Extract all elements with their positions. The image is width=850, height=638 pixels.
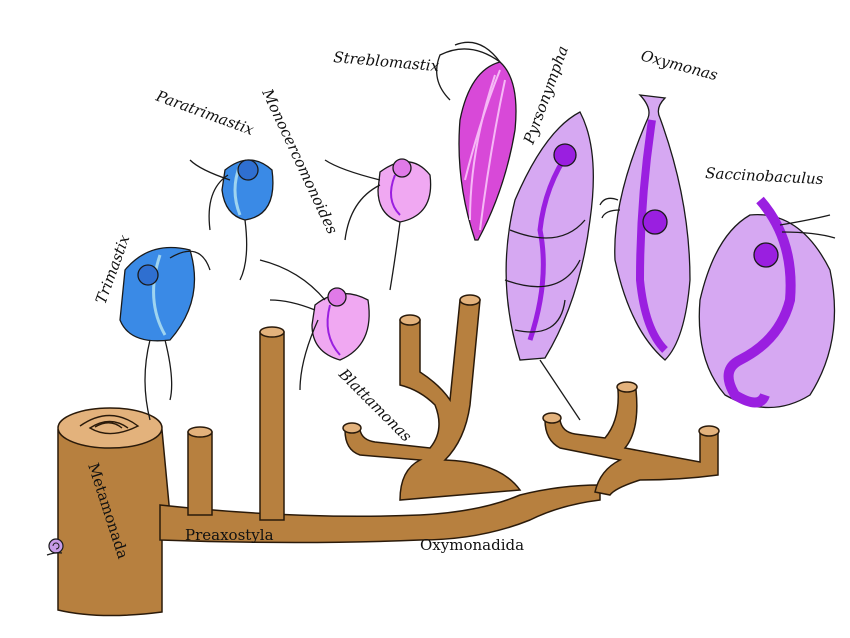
snail-icon [46,538,64,556]
oxymonas-cell [599,94,691,361]
saccinobaculus-cell [698,196,836,409]
label-streblomastix: Streblomastix [333,48,441,75]
label-monocercomonoides: Monocercomonoides [258,85,342,237]
label-preaxostyla: Preaxostyla [185,526,274,544]
tree-trunk [57,294,720,617]
label-paratrimastix: Paratrimastix [153,87,257,140]
label-oxymonas: Oxymonas [639,46,720,84]
streblomastix-cell [436,41,517,241]
monocercomonoides-cell [324,158,432,291]
label-saccinobaculus: Saccinobaculus [705,164,824,188]
paratrimastix-cell [189,159,274,281]
pyrsonympha-cell [504,111,594,421]
blattamonas-cell [259,259,370,391]
trimastix-cell [119,246,211,421]
label-oxymonadida: Oxymonadida [420,536,524,554]
